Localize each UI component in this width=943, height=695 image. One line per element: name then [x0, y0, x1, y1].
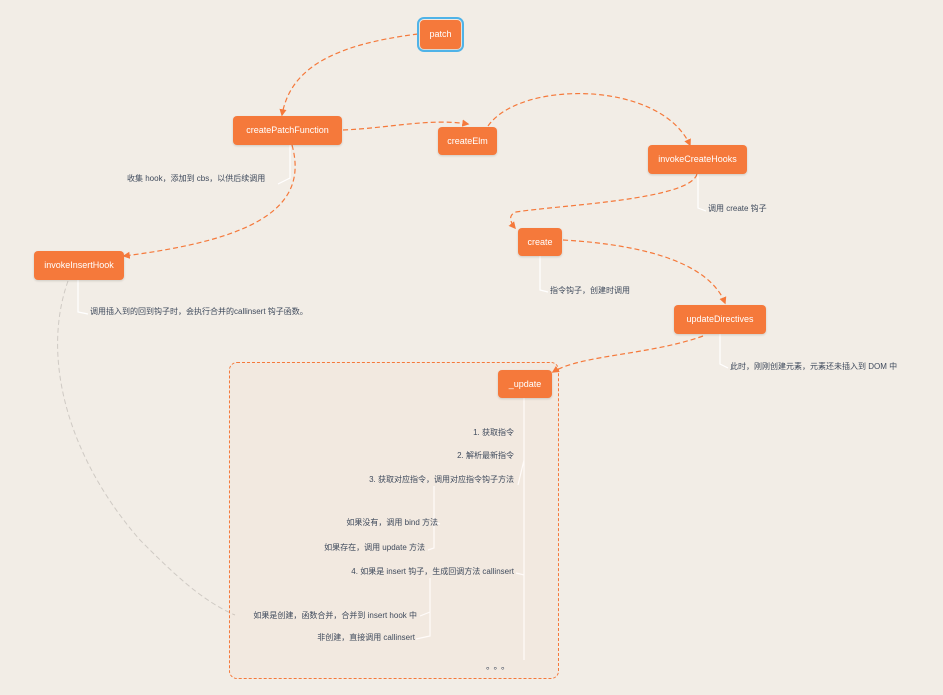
- update-group-frame: [229, 362, 559, 679]
- note-collect-hooks: 收集 hook，添加到 cbs，以供后续调用: [127, 174, 266, 183]
- link-createpatchfunction-to-createelm: [342, 119, 470, 131]
- node-create-patch-function[interactable]: createPatchFunction: [233, 116, 342, 145]
- note-if-create-merge: 如果是创建，函数合并，合并到 insert hook 中: [253, 611, 417, 620]
- branch-create-note: [539, 256, 549, 293]
- note-ellipsis: 。。。: [486, 661, 514, 671]
- branch-updatedirectives-note: [719, 334, 729, 369]
- node-create-elm[interactable]: createElm: [438, 127, 497, 155]
- node-update[interactable]: _update: [498, 370, 552, 398]
- note-update-directives-desc: 此时，刚刚创建元素，元素还未插入到 DOM 中: [730, 362, 898, 371]
- node-create[interactable]: create: [518, 228, 562, 256]
- note-step4: 4. 如果是 insert 钩子，生成回调方法 callinsert: [351, 567, 514, 576]
- note-step2: 2. 解析最新指令: [457, 451, 514, 460]
- note-step1: 1. 获取指令: [473, 428, 514, 437]
- note-invoke-insert-hook-desc: 调用插入到的回到钩子时，会执行合并的callinsert 钩子函数。: [90, 307, 308, 316]
- node-invoke-create-hooks[interactable]: invokeCreateHooks: [648, 145, 747, 174]
- link-createpatchfunction-to-invokeinserthook: [122, 144, 296, 259]
- branch-step4-children: [415, 578, 431, 640]
- note-no-bind: 如果没有，调用 bind 方法: [346, 518, 438, 527]
- branch-step3-children: [427, 486, 441, 551]
- note-step3: 3. 获取对应指令，调用对应指令钩子方法: [369, 475, 514, 484]
- note-directive-hook-on-create: 指令钩子，创建时调用: [550, 286, 630, 295]
- branch-invokeinserthook-note: [77, 280, 89, 315]
- note-call-create-hook: 调用 create 钩子: [708, 204, 767, 213]
- link-patch-to-createpatchfunction: [279, 33, 419, 117]
- link-createelm-to-invokecreatehooks: [487, 92, 691, 147]
- note-not-create-call: 非创建，直接调用 callinsert: [317, 633, 415, 642]
- node-update-directives[interactable]: updateDirectives: [674, 305, 766, 334]
- branch-invokecreatehooks-note: [697, 174, 707, 212]
- note-exists-update: 如果存在，调用 update 方法: [324, 543, 425, 552]
- branch-update-steps: [515, 398, 525, 660]
- link-invokeinserthook-to-merge-note: [57, 280, 236, 616]
- link-updatedirectives-to-update: [551, 335, 704, 373]
- branch-createpatchfunction-note: [277, 145, 291, 185]
- node-invoke-insert-hook[interactable]: invokeInsertHook: [34, 251, 124, 280]
- node-patch[interactable]: patch: [417, 17, 464, 52]
- link-invokecreatehooks-to-create: [508, 173, 698, 230]
